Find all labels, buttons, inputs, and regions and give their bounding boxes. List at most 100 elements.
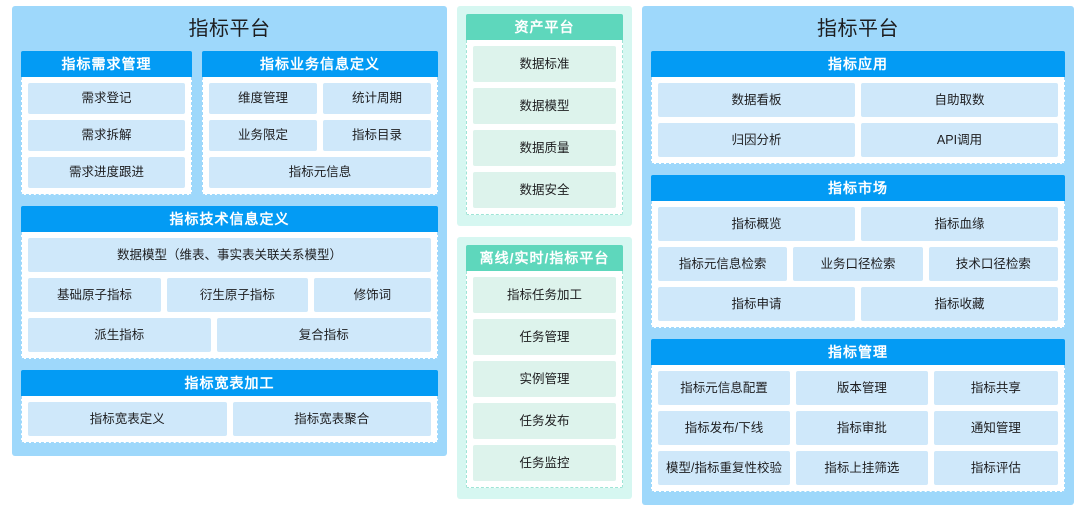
cell-indicator-metadata[interactable]: 指标元信息 [209,157,431,188]
cell-task-management[interactable]: 任务管理 [473,319,616,355]
cell-indicator-metadata-search[interactable]: 指标元信息检索 [658,247,788,281]
right-column: 指标平台 指标应用 数据看板 自助取数 归因分析 API调用 指标市场 [642,6,1074,505]
card-header: 指标需求管理 [21,51,192,77]
middle-column: 资产平台 数据标准 数据模型 数据质量 数据安全 [457,6,632,499]
cell-demand-breakdown[interactable]: 需求拆解 [28,120,185,151]
card-header: 离线/实时/指标平台 [466,245,623,271]
asset-platform-panel: 资产平台 数据标准 数据模型 数据质量 数据安全 [457,6,632,226]
cell-data-quality[interactable]: 数据质量 [473,130,616,166]
cell-task-publishing[interactable]: 任务发布 [473,403,616,439]
cell-derivative-indicator[interactable]: 派生指标 [28,318,211,352]
cell-task-monitoring[interactable]: 任务监控 [473,445,616,481]
cell-row: 指标元信息检索 业务口径检索 技术口径检索 [658,247,1058,281]
cell-business-qualifier[interactable]: 业务限定 [209,120,317,151]
cell-indicator-application-request[interactable]: 指标申请 [658,287,855,321]
cell-derived-atomic-indicator[interactable]: 衍生原子指标 [166,278,308,312]
cell-indicator-metadata-config[interactable]: 指标元信息配置 [658,371,790,405]
cell-row: 指标元信息配置 版本管理 指标共享 [658,371,1058,405]
cell-row: 数据标准 [473,46,616,82]
card-header: 指标管理 [651,339,1065,365]
cell-indicator-lineage[interactable]: 指标血缘 [861,207,1058,241]
cell-indicator-sharing[interactable]: 指标共享 [933,371,1058,405]
card-indicator-demand-management[interactable]: 指标需求管理 需求登记 需求拆解 需求进度跟进 [21,51,192,195]
cell-instance-management[interactable]: 实例管理 [473,361,616,397]
card-indicator-management[interactable]: 指标管理 指标元信息配置 版本管理 指标共享 指标发布/下线 指标审批 通知管理… [651,339,1065,492]
card-body: 指标概览 指标血缘 指标元信息检索 业务口径检索 技术口径检索 指标申请 指标收… [651,201,1065,328]
card-body: 需求登记 需求拆解 需求进度跟进 [21,77,192,195]
cell-row: 派生指标 复合指标 [28,318,431,352]
cell-row: 基础原子指标 衍生原子指标 修饰词 [28,278,431,312]
cell-indicator-evaluation[interactable]: 指标评估 [933,451,1058,485]
cell-basic-atomic-indicator[interactable]: 基础原子指标 [28,278,161,312]
card-header: 指标宽表加工 [21,370,438,396]
cell-row: 维度管理 统计周期 [209,83,431,114]
cell-row: 指标发布/下线 指标审批 通知管理 [658,411,1058,445]
cell-row: 需求拆解 [28,120,185,151]
cell-row: 指标宽表定义 指标宽表聚合 [28,402,431,436]
cell-data-standard[interactable]: 数据标准 [473,46,616,82]
cell-api-invocation[interactable]: API调用 [861,123,1058,157]
cell-row: 数据质量 [473,130,616,166]
cell-demand-registration[interactable]: 需求登记 [28,83,185,114]
cell-row: 指标元信息 [209,157,431,188]
cell-technical-caliber-search[interactable]: 技术口径检索 [928,247,1058,281]
offline-realtime-platform-panel: 离线/实时/指标平台 指标任务加工 任务管理 实例管理 任务发布 [457,237,632,499]
cell-attribution-analysis[interactable]: 归因分析 [658,123,855,157]
cell-indicator-overview[interactable]: 指标概览 [658,207,855,241]
cell-indicator-catalog[interactable]: 指标目录 [323,120,431,151]
cell-data-dashboard[interactable]: 数据看板 [658,83,855,117]
card-body: 指标任务加工 任务管理 实例管理 任务发布 任务监控 [466,271,623,488]
cell-row: 实例管理 [473,361,616,397]
cell-indicator-publish-offline[interactable]: 指标发布/下线 [658,411,790,445]
cell-wide-table-aggregation[interactable]: 指标宽表聚合 [232,402,431,436]
card-header: 指标技术信息定义 [21,206,438,232]
cell-indicator-mounting-filter[interactable]: 指标上挂筛选 [795,451,928,485]
cell-demand-progress-tracking[interactable]: 需求进度跟进 [28,157,185,188]
cell-modifier[interactable]: 修饰词 [313,278,431,312]
cell-data-model[interactable]: 数据模型（维表、事实表关联关系模型） [28,238,431,272]
cell-dimension-management[interactable]: 维度管理 [209,83,317,114]
left-card-row-top: 指标需求管理 需求登记 需求拆解 需求进度跟进 指标业务信 [21,51,438,195]
cell-self-service-query[interactable]: 自助取数 [861,83,1058,117]
cell-row: 指标申请 指标收藏 [658,287,1058,321]
cell-row: 任务监控 [473,445,616,481]
cell-statistical-period[interactable]: 统计周期 [323,83,431,114]
cell-row: 模型/指标重复性校验 指标上挂筛选 指标评估 [658,451,1058,485]
cell-notification-management[interactable]: 通知管理 [933,411,1058,445]
card-indicator-application[interactable]: 指标应用 数据看板 自助取数 归因分析 API调用 [651,51,1065,164]
cell-row: 数据模型 [473,88,616,124]
cell-version-management[interactable]: 版本管理 [795,371,928,405]
card-asset-platform[interactable]: 资产平台 数据标准 数据模型 数据质量 数据安全 [466,14,623,215]
left-column: 指标平台 指标需求管理 需求登记 需求拆解 需求进度跟进 [12,6,447,456]
card-body: 指标宽表定义 指标宽表聚合 [21,396,438,443]
card-header: 指标应用 [651,51,1065,77]
card-indicator-wide-table-processing[interactable]: 指标宽表加工 指标宽表定义 指标宽表聚合 [21,370,438,443]
right-panel: 指标平台 指标应用 数据看板 自助取数 归因分析 API调用 指标市场 [642,6,1074,505]
cell-indicator-approval[interactable]: 指标审批 [795,411,928,445]
cell-row: 数据看板 自助取数 [658,83,1058,117]
cell-data-security[interactable]: 数据安全 [473,172,616,208]
card-body: 数据标准 数据模型 数据质量 数据安全 [466,40,623,215]
card-offline-realtime-indicator-platform[interactable]: 离线/实时/指标平台 指标任务加工 任务管理 实例管理 任务发布 [466,245,623,488]
cell-indicator-task-processing[interactable]: 指标任务加工 [473,277,616,313]
cell-row: 需求进度跟进 [28,157,185,188]
card-indicator-technical-info-definition[interactable]: 指标技术信息定义 数据模型（维表、事实表关联关系模型） 基础原子指标 衍生原子指… [21,206,438,359]
card-indicator-business-info-definition[interactable]: 指标业务信息定义 维度管理 统计周期 业务限定 指标目录 指标元信息 [202,51,438,195]
card-header: 指标业务信息定义 [202,51,438,77]
cell-row: 任务管理 [473,319,616,355]
card-body: 数据看板 自助取数 归因分析 API调用 [651,77,1065,164]
cell-row: 数据模型（维表、事实表关联关系模型） [28,238,431,272]
cell-row: 任务发布 [473,403,616,439]
cell-indicator-favorites[interactable]: 指标收藏 [861,287,1058,321]
cell-row: 指标概览 指标血缘 [658,207,1058,241]
card-body: 指标元信息配置 版本管理 指标共享 指标发布/下线 指标审批 通知管理 模型/指… [651,365,1065,492]
cell-business-caliber-search[interactable]: 业务口径检索 [793,247,923,281]
cell-composite-indicator[interactable]: 复合指标 [216,318,431,352]
cell-data-model[interactable]: 数据模型 [473,88,616,124]
cell-row: 需求登记 [28,83,185,114]
card-header: 资产平台 [466,14,623,40]
card-indicator-market[interactable]: 指标市场 指标概览 指标血缘 指标元信息检索 业务口径检索 技术口径检索 指标申… [651,175,1065,328]
cell-model-indicator-duplication-check[interactable]: 模型/指标重复性校验 [658,451,790,485]
cell-wide-table-definition[interactable]: 指标宽表定义 [28,402,227,436]
